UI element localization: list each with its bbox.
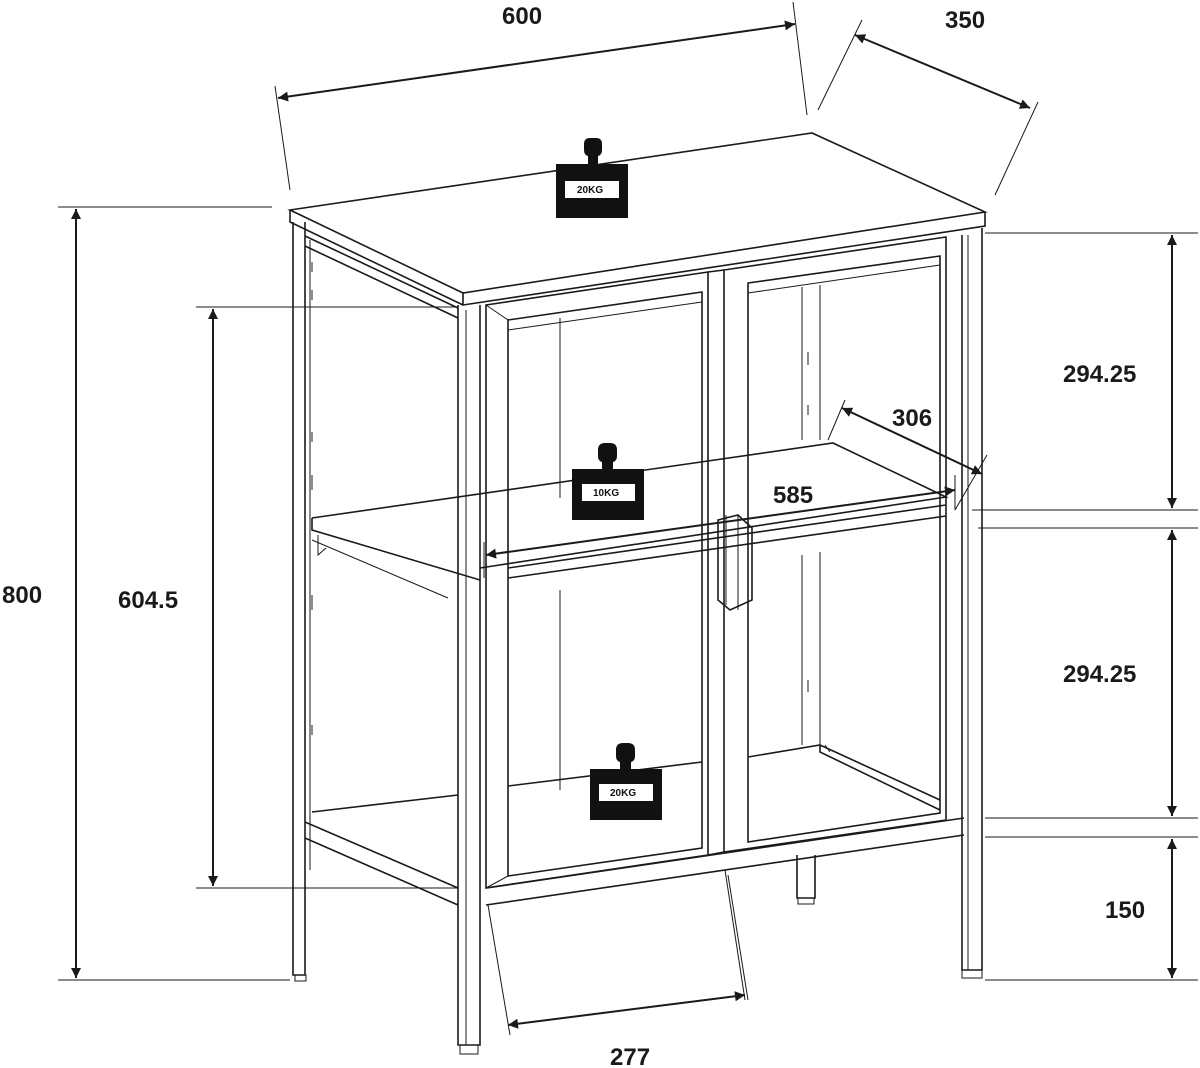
svg-text:20KG: 20KG	[610, 788, 636, 799]
back-left-post	[292, 222, 306, 976]
front-right-post	[961, 228, 983, 971]
top-slab-left-edge	[289, 210, 464, 306]
dimension-lines	[58, 1, 1198, 1036]
weight-icon-top: 20KG	[556, 138, 628, 218]
door-width-label: 277	[610, 1044, 650, 1068]
inner-height-label: 604.5	[118, 587, 178, 614]
shelf-width-label: 585	[773, 482, 813, 509]
cabinet-body	[287, 132, 988, 1055]
front-left-post	[457, 305, 481, 1046]
shelf-depth-label: 306	[892, 405, 932, 432]
top-slab-surface	[287, 132, 988, 294]
svg-text:10KG: 10KG	[593, 488, 619, 499]
weight-icon-shelf: 10KG	[572, 443, 644, 520]
svg-text:20KG: 20KG	[577, 185, 603, 196]
weight-icon-bottom: 20KG	[590, 743, 662, 820]
upper-compartment-label: 294.25	[1063, 361, 1136, 388]
width-label: 600	[502, 3, 542, 30]
height-label: 800	[2, 582, 42, 609]
top-slab-front-edge	[462, 212, 986, 306]
leg-height-label: 150	[1105, 897, 1145, 924]
lower-compartment-label: 294.25	[1063, 661, 1136, 688]
depth-label: 350	[945, 7, 985, 34]
